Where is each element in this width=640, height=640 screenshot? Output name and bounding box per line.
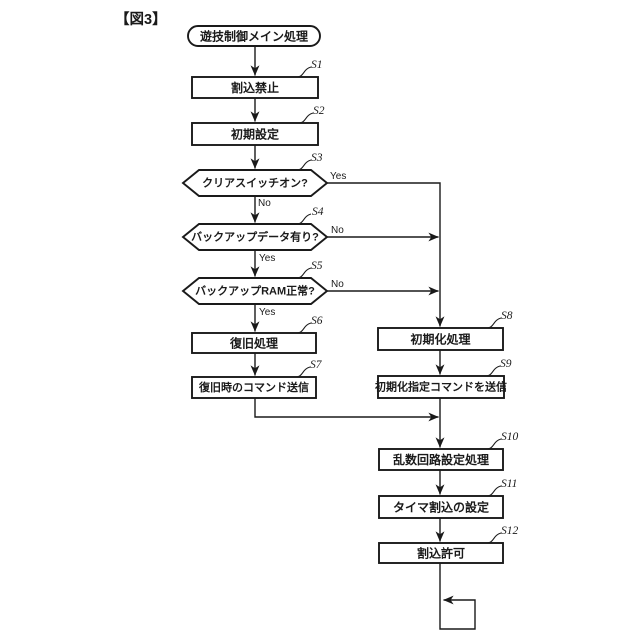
- leader-s9: [485, 365, 501, 377]
- leader-s6: [296, 322, 312, 334]
- node-s5: バックアップRAM正常?: [181, 277, 329, 305]
- branch-yes-s4: Yes: [259, 253, 275, 264]
- step-id-s2: S2: [313, 105, 325, 117]
- line-s3-yes-to-s8: [327, 182, 445, 327]
- node-s9: 初期化指定コマンドを送信: [375, 375, 507, 399]
- process-label-s2: 初期設定: [231, 127, 279, 142]
- leader-s11: [486, 485, 502, 497]
- process-box-s12: [378, 542, 504, 564]
- step-id-s3: S3: [311, 152, 323, 164]
- node-s4: バックアップデータ有り?: [181, 223, 329, 251]
- process-box-s6: [191, 332, 317, 354]
- step-id-s4: S4: [312, 206, 324, 218]
- branch-no-s5: No: [331, 279, 344, 290]
- process-box-s11: [378, 495, 504, 519]
- decision-label-s3: クリアスイッチオン?: [202, 177, 308, 190]
- step-id-s1: S1: [311, 59, 323, 71]
- step-id-leaders: [295, 66, 502, 544]
- step-id-s6: S6: [311, 315, 323, 327]
- process-box-s9: [377, 375, 505, 399]
- step-id-s8: S8: [501, 310, 513, 322]
- leader-s1: [296, 66, 312, 78]
- process-box-s1: [191, 76, 319, 99]
- leader-s3: [296, 159, 312, 171]
- process-label-s11: タイマ割込の設定: [393, 500, 489, 515]
- node-s7: 復旧時のコマンド送信: [191, 376, 317, 399]
- branch-labels: Yes No No Yes No Yes: [258, 171, 346, 318]
- leader-s8: [486, 317, 502, 329]
- branch-yes-s5: Yes: [259, 307, 275, 318]
- leader-s5: [296, 267, 312, 279]
- process-label-s1: 割込禁止: [231, 80, 279, 95]
- leader-s2: [298, 112, 314, 124]
- decision-label-s5: バックアップRAM正常?: [195, 284, 315, 298]
- process-label-s10: 乱数回路設定処理: [393, 452, 489, 467]
- node-s6: 復旧処理: [191, 332, 317, 354]
- leader-s7: [295, 366, 311, 378]
- node-s10: 乱数回路設定処理: [378, 448, 504, 471]
- branch-no-s3: No: [258, 198, 271, 209]
- process-box-s2: [191, 122, 319, 146]
- decision-label-s4: バックアップデータ有り?: [191, 230, 319, 244]
- connectors: [250, 46, 476, 630]
- process-box-s10: [378, 448, 504, 471]
- node-s2: 初期設定: [191, 122, 319, 146]
- step-id-labels: S1 S2 S3 S4 S5 S6 S7 S8 S9 S10 S11 S12: [310, 59, 519, 537]
- process-box-s7: [191, 376, 317, 399]
- leader-s10: [486, 438, 502, 450]
- node-s11: タイマ割込の設定: [378, 495, 504, 519]
- step-id-s7: S7: [310, 359, 323, 371]
- leader-s4: [296, 213, 312, 225]
- decision-hexagon-s5: [181, 277, 329, 305]
- process-label-s6: 復旧処理: [229, 336, 278, 351]
- branch-yes-s3: Yes: [330, 171, 346, 182]
- decision-hexagon-s4: [181, 223, 329, 251]
- node-s3: クリアスイッチオン?: [181, 169, 329, 197]
- step-id-s5: S5: [311, 260, 323, 272]
- process-label-s7: 復旧時のコマンド送信: [198, 380, 309, 394]
- loop-s12-back: [439, 563, 476, 630]
- node-s12: 割込許可: [378, 542, 504, 564]
- leader-s12: [486, 532, 502, 544]
- step-id-s11: S11: [501, 478, 517, 490]
- node-s8: 初期化処理: [377, 327, 504, 351]
- line-s7-to-merge: [254, 398, 439, 422]
- terminal-oval: [187, 25, 321, 47]
- step-id-s9: S9: [500, 358, 512, 370]
- process-box-s8: [377, 327, 504, 351]
- process-label-s9: 初期化指定コマンドを送信: [375, 380, 507, 394]
- process-label-s12: 割込許可: [417, 546, 465, 561]
- node-s1: 割込禁止: [191, 76, 319, 99]
- terminal-label: 遊技制御メイン処理: [200, 29, 308, 44]
- branch-no-s4: No: [331, 225, 344, 236]
- figure-label: 【図3】: [115, 11, 167, 28]
- decision-hexagon-s3: [181, 169, 329, 197]
- process-label-s8: 初期化処理: [410, 332, 470, 347]
- node-start: 遊技制御メイン処理: [187, 25, 321, 47]
- step-id-s12: S12: [501, 525, 519, 537]
- step-id-s10: S10: [501, 431, 519, 443]
